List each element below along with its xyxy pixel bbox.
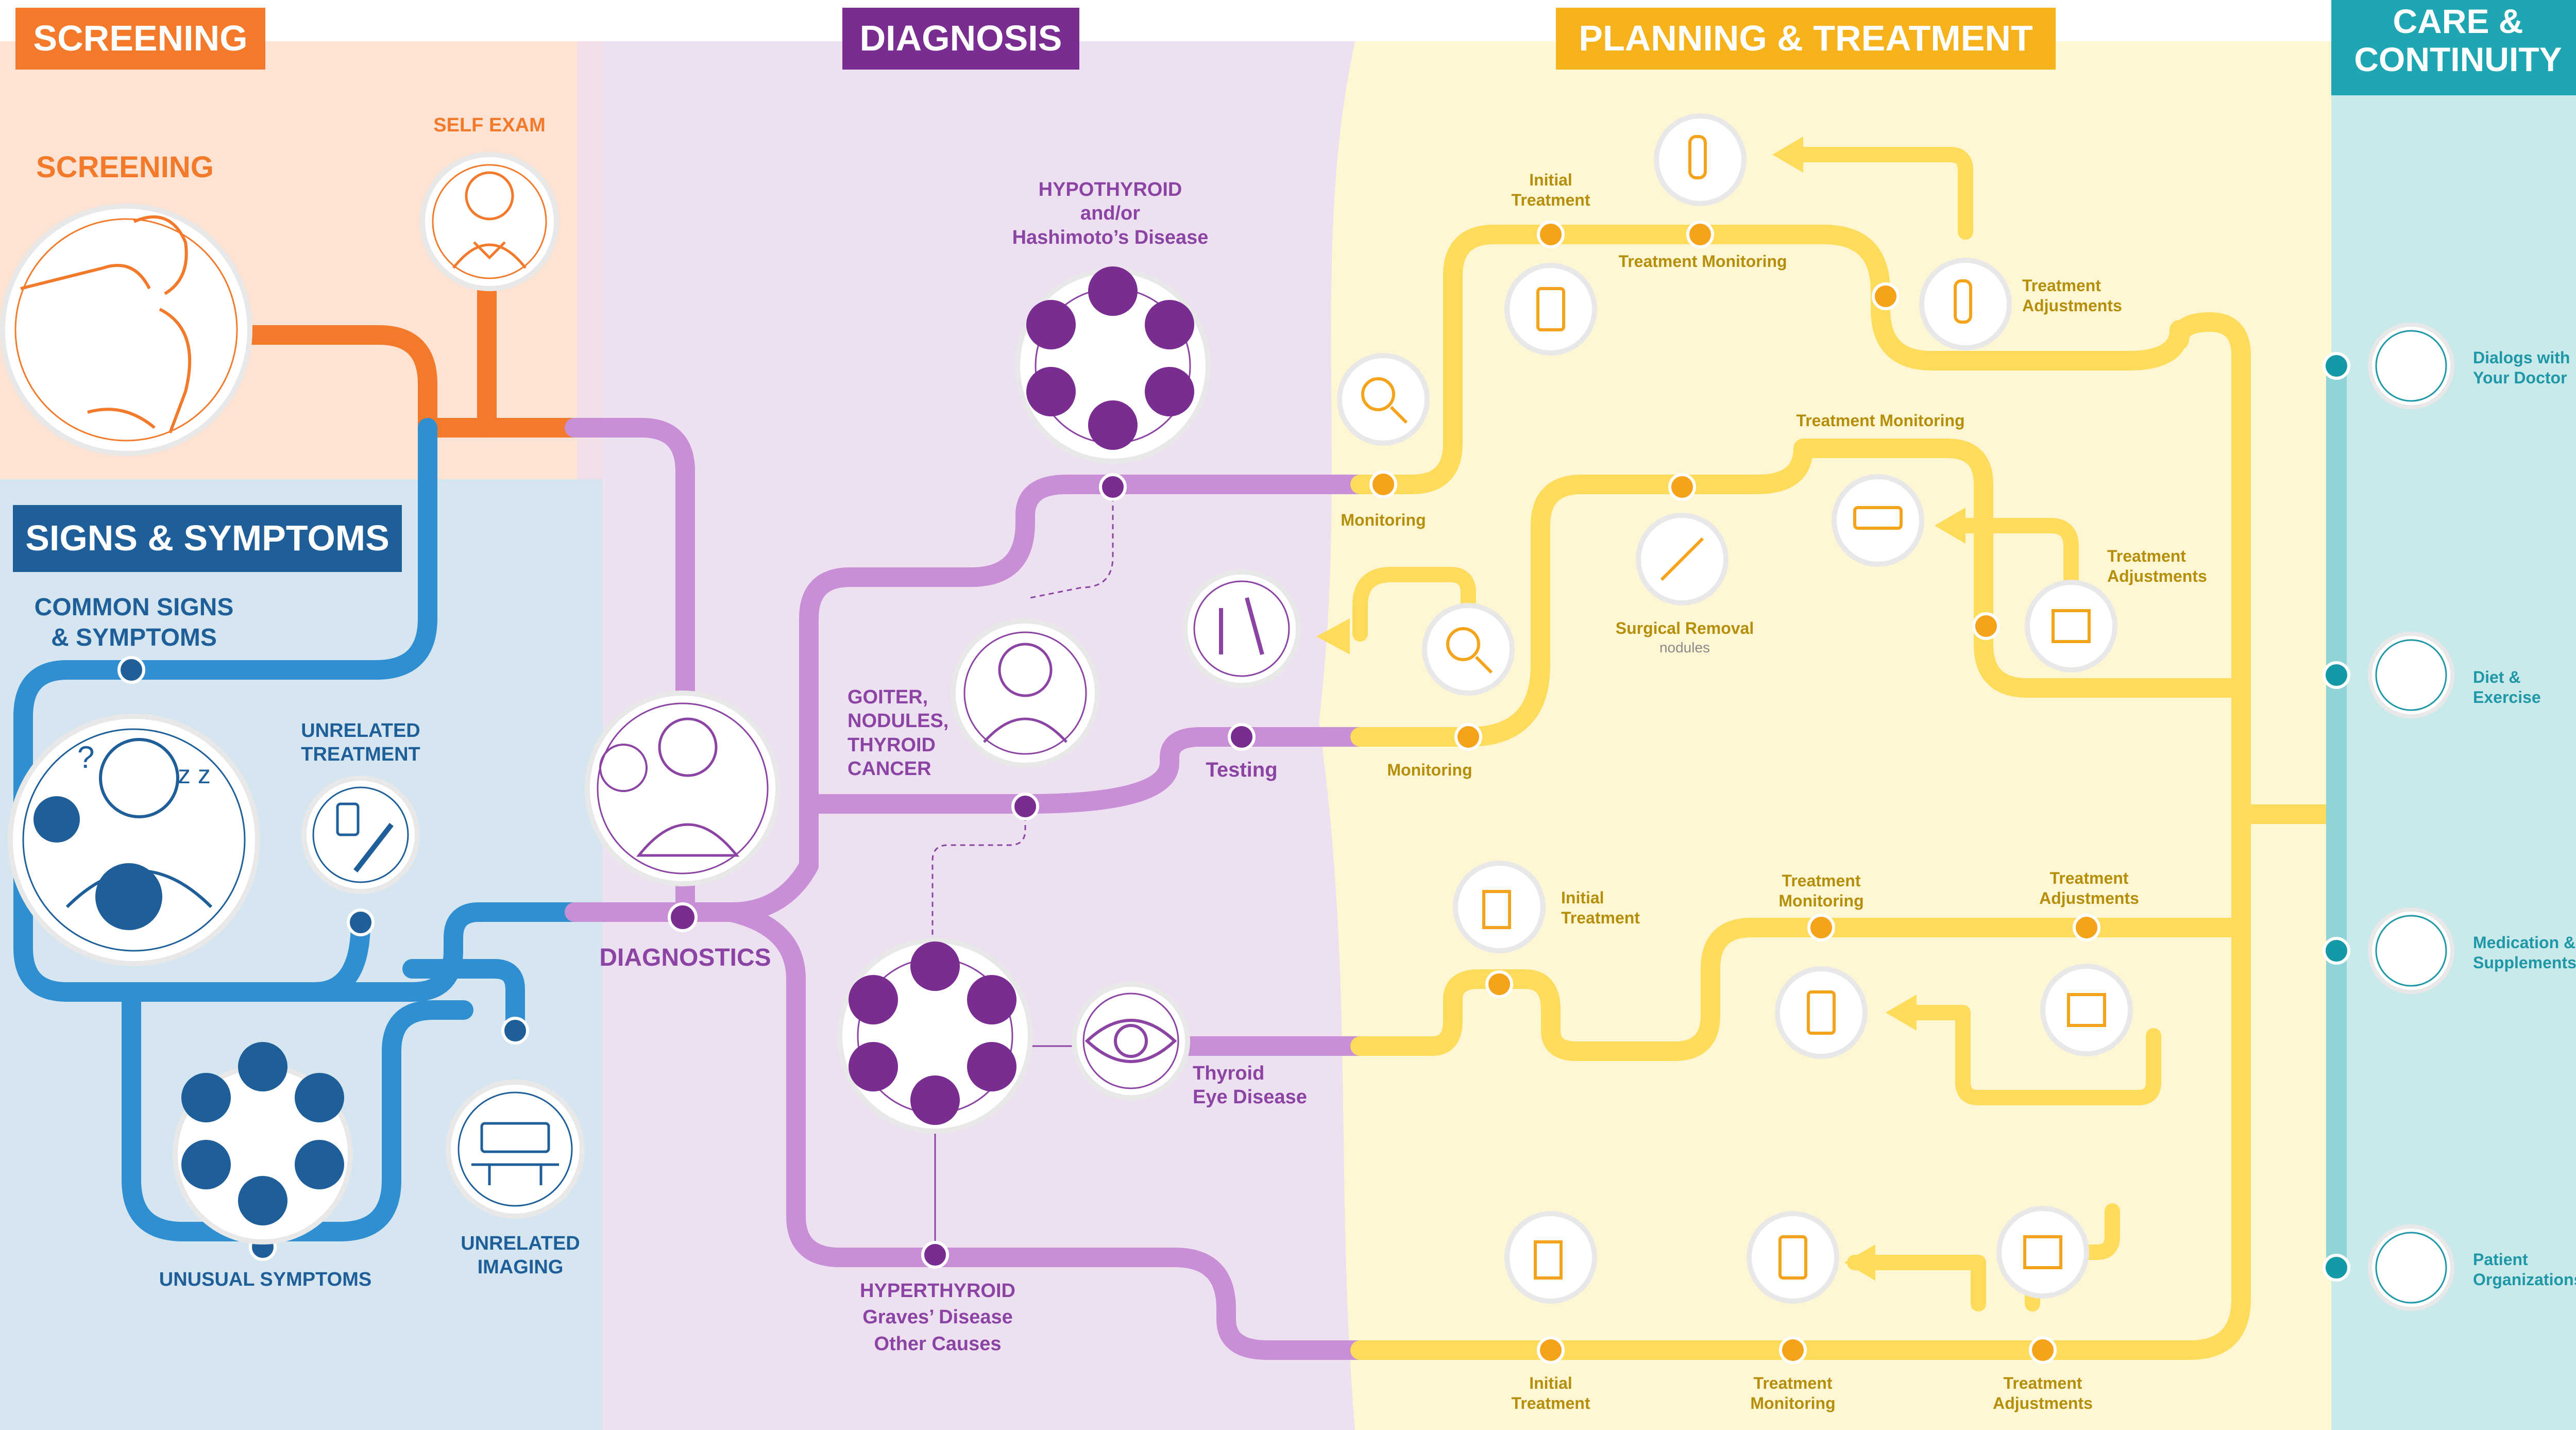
unusual-symptoms-label: UNUSUAL SYMPTOMS bbox=[159, 1269, 372, 1290]
screening-banner: SCREENING bbox=[33, 18, 248, 58]
patient-org-label: Patient Organizations bbox=[2473, 1250, 2576, 1289]
thyroid-eye-label: Thyroid Eye Disease bbox=[1193, 1063, 1307, 1108]
journey-paths bbox=[13, 147, 2347, 1360]
hospital-icon bbox=[1832, 474, 1924, 567]
imaging-scanner-icon bbox=[446, 1080, 585, 1219]
hospital-icon bbox=[1504, 1211, 1597, 1304]
symptoms-person-icon: ? z z bbox=[8, 714, 260, 966]
care-icons bbox=[2368, 323, 2454, 1311]
doctor-exam-icon bbox=[0, 204, 252, 456]
goiter-label: GOITER, NODULES, THYROID CANCER bbox=[848, 686, 949, 780]
unusual-symptoms-cluster-icon bbox=[173, 1042, 353, 1244]
monitoring-label-b: Monitoring bbox=[1387, 761, 1472, 779]
medication-label: Medication & Supplements bbox=[2473, 933, 2576, 972]
testing-label: Testing bbox=[1206, 759, 1278, 781]
svg-text:z z: z z bbox=[178, 760, 211, 789]
treatment-adjustments-3: Treatment Adjustments bbox=[2039, 869, 2139, 908]
treatment-adjustments-4: Treatment Adjustments bbox=[1993, 1374, 2093, 1413]
adjustment-icon bbox=[2025, 580, 2117, 672]
treatment-monitoring-4: Treatment Monitoring bbox=[1750, 1374, 1836, 1413]
dashed-connectors bbox=[931, 487, 1114, 948]
treatment-monitoring-3: Treatment Monitoring bbox=[1778, 871, 1864, 911]
hypothyroid-cluster-icon bbox=[1015, 266, 1211, 464]
magnifier-icon bbox=[1337, 353, 1430, 446]
treatment-adjustments-1: Treatment Adjustments bbox=[2022, 276, 2122, 315]
svg-text:?: ? bbox=[77, 740, 94, 775]
doctor-diagnostics-icon bbox=[585, 691, 781, 886]
supplements-icon bbox=[2368, 907, 2454, 994]
surgical-removal-sub: nodules bbox=[1659, 640, 1710, 655]
surgical-removal-label: Surgical Removal bbox=[1615, 619, 1754, 637]
hyperthyroid-cluster-icon bbox=[837, 938, 1033, 1134]
screening-title: SCREENING bbox=[36, 150, 214, 184]
adjustment-icon bbox=[1996, 1206, 2089, 1299]
magnifier-icon bbox=[1422, 603, 1515, 696]
path-nodes[interactable] bbox=[117, 221, 2350, 1364]
dialog-doctor-icon bbox=[2368, 323, 2454, 409]
blood-test-icon bbox=[1919, 258, 2012, 350]
blood-test-icon bbox=[1654, 113, 1747, 206]
treatment-monitoring-1: Treatment Monitoring bbox=[1618, 252, 1787, 271]
diagnosis-banner: DIAGNOSIS bbox=[859, 18, 1062, 58]
organization-icon bbox=[2368, 1224, 2454, 1311]
unrelated-treatment-label: UNRELATED TREATMENT bbox=[301, 720, 420, 766]
initial-treatment-3: Initial Treatment bbox=[1561, 888, 1640, 928]
hypothyroid-label: HYPOTHYROID and/or Hashimoto’s Disease bbox=[1012, 179, 1209, 248]
planning-banner: PLANNING & TREATMENT bbox=[1579, 18, 2033, 58]
medication-syringe-icon bbox=[301, 776, 420, 894]
diagnostics-label: DIAGNOSTICS bbox=[599, 944, 771, 971]
dumbbell-apple-icon bbox=[2368, 632, 2454, 718]
care-bg bbox=[2331, 0, 2576, 1430]
pill-bottle-icon bbox=[1504, 263, 1597, 356]
treatment-monitoring-2: Treatment Monitoring bbox=[1796, 411, 1965, 430]
planning-bg bbox=[1319, 41, 2331, 1430]
pill-bottle-icon bbox=[1775, 966, 1868, 1059]
eye-icon bbox=[1072, 982, 1190, 1100]
signs-banner: SIGNS & SYMPTOMS bbox=[25, 518, 389, 558]
flow-arrows bbox=[1316, 137, 1965, 1281]
unrelated-imaging-label: UNRELATED IMAGING bbox=[461, 1233, 580, 1278]
treatment-icon-glyphs bbox=[1361, 135, 2106, 1280]
self-exam-icon bbox=[420, 152, 559, 291]
icons: ? z z bbox=[0, 152, 1301, 1244]
initial-treatment-1: Initial Treatment bbox=[1511, 171, 1590, 210]
goiter-patient-icon bbox=[951, 618, 1100, 768]
self-exam-label: SELF EXAM bbox=[433, 114, 546, 136]
section-banners bbox=[13, 0, 2576, 572]
treatment-adjustments-2: Treatment Adjustments bbox=[2107, 547, 2207, 586]
adjustment-icon bbox=[2040, 964, 2133, 1056]
common-signs-label: COMMON SIGNS & SYMPTOMS bbox=[34, 594, 234, 651]
monitoring-label-a: Monitoring bbox=[1341, 511, 1426, 529]
care-banner: CARE & CONTINUITY bbox=[2354, 2, 2562, 78]
testing-tubes-icon bbox=[1182, 569, 1301, 688]
pill-bottle-icon bbox=[1747, 1211, 1839, 1304]
dialogs-label: Dialogs with Your Doctor bbox=[2473, 348, 2570, 388]
diet-label: Diet & Exercise bbox=[2473, 668, 2541, 707]
hospital-icon bbox=[1453, 861, 1546, 953]
hyperthyroid-label: HYPERTHYROID Graves’ Disease Other Cause… bbox=[860, 1280, 1015, 1355]
initial-treatment-4: Initial Treatment bbox=[1511, 1374, 1590, 1413]
